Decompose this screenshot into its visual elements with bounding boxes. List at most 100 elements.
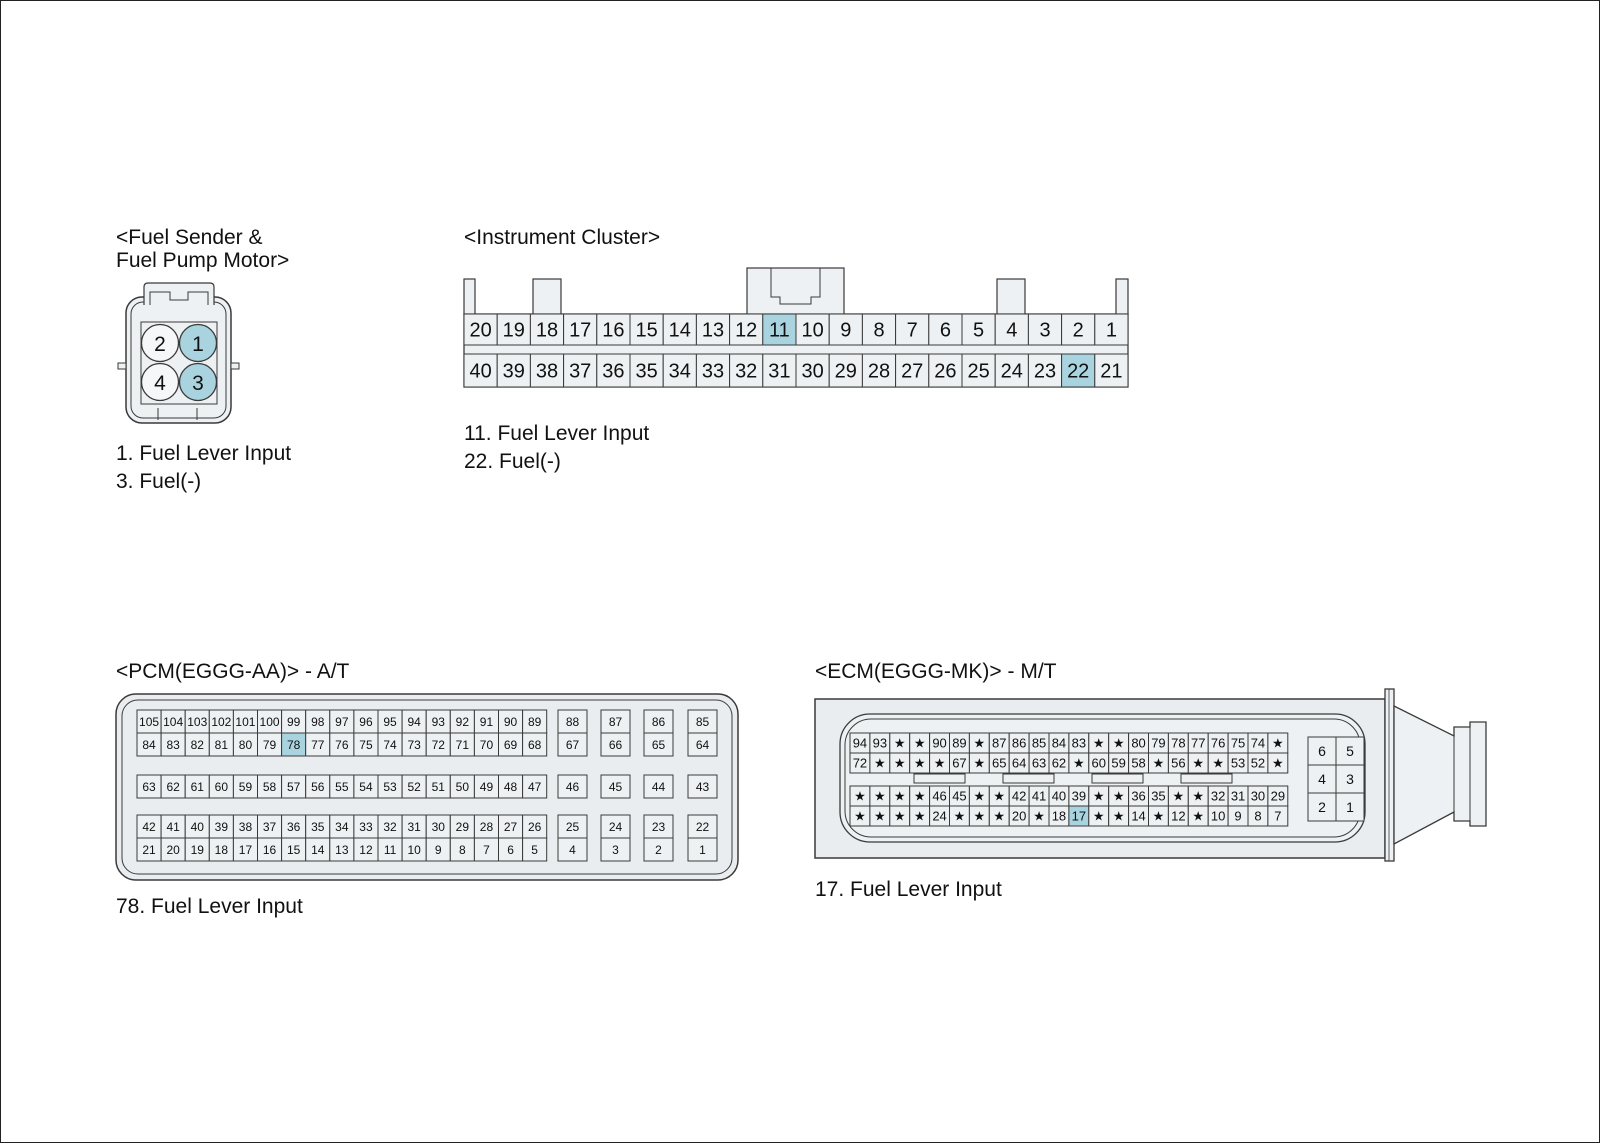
ecm-pin-17: 17 bbox=[1072, 809, 1086, 824]
pcm-pin-21: 21 bbox=[142, 843, 156, 857]
ic-pin-28-cell bbox=[861, 353, 897, 388]
ecm-pin-unused: ★ bbox=[974, 736, 986, 751]
fuel-sender-pin-1 bbox=[178, 323, 218, 363]
fuel-sender-note-2: 3. Fuel(-) bbox=[116, 470, 202, 493]
ecm-pin-4-cell bbox=[1307, 764, 1337, 794]
ic-pin-11-cell bbox=[762, 313, 797, 346]
ecm-pin-unused-cell bbox=[1267, 752, 1289, 774]
pcm-pin-103: 103 bbox=[187, 715, 207, 729]
pcm-pin-34: 34 bbox=[335, 820, 349, 834]
pcm-pin-83: 83 bbox=[166, 738, 180, 752]
ic-pin-19-cell bbox=[496, 313, 531, 346]
ecm-pin-29: 29 bbox=[1271, 789, 1285, 804]
pcm-pin-2: 2 bbox=[655, 843, 662, 857]
fuel-sender-pin-3 bbox=[178, 362, 218, 402]
pcm-pin-63: 63 bbox=[142, 780, 156, 794]
ecm-pin-unused: ★ bbox=[1192, 809, 1204, 824]
ecm-pin-78: 78 bbox=[1171, 736, 1185, 751]
pcm-pin-98: 98 bbox=[311, 715, 325, 729]
ecm-pin-18: 18 bbox=[1052, 809, 1066, 824]
ecm-pin-unused: ★ bbox=[974, 789, 986, 804]
pcm-pin-2-cell bbox=[643, 837, 674, 862]
instrument-cluster-key bbox=[1115, 278, 1129, 315]
ic-pin-12: 12 bbox=[735, 320, 757, 342]
ic-pin-37: 37 bbox=[569, 361, 591, 383]
pcm-pin-40: 40 bbox=[191, 820, 205, 834]
pcm-pin-89: 89 bbox=[528, 715, 542, 729]
ic-pin-14: 14 bbox=[669, 320, 691, 342]
pcm-pin-72: 72 bbox=[432, 738, 446, 752]
pcm-pin-43-cell bbox=[687, 774, 718, 799]
pcm-pin-102: 102 bbox=[211, 715, 231, 729]
pcm-pin-5: 5 bbox=[531, 843, 538, 857]
pcm-pin-92: 92 bbox=[456, 715, 470, 729]
ecm-pin-30: 30 bbox=[1251, 789, 1265, 804]
pcm-pin-32: 32 bbox=[383, 820, 397, 834]
pcm-pin-48: 48 bbox=[504, 780, 518, 794]
ecm-note-1: 17. Fuel Lever Input bbox=[815, 878, 1002, 901]
pcm-pin-43: 43 bbox=[696, 780, 710, 794]
pcm-inner-body bbox=[121, 699, 733, 875]
pcm-pin-30: 30 bbox=[432, 820, 446, 834]
pcm-pin-16: 16 bbox=[263, 843, 277, 857]
pcm-pin-24: 24 bbox=[609, 820, 623, 834]
ecm-flange bbox=[1384, 688, 1395, 862]
pcm-pin-8: 8 bbox=[459, 843, 466, 857]
instrument-cluster-title: <Instrument Cluster> bbox=[464, 226, 661, 249]
ic-pin-18-cell bbox=[529, 313, 565, 346]
pcm-pin-44-cell bbox=[643, 774, 674, 799]
ecm-pin-46: 46 bbox=[932, 789, 946, 804]
instrument-cluster-key bbox=[532, 278, 562, 315]
ecm-pin-1: 1 bbox=[1346, 799, 1354, 815]
ecm-pin-unused: ★ bbox=[1073, 756, 1085, 771]
pcm-pin-86: 86 bbox=[652, 715, 666, 729]
ecm-pin-63: 63 bbox=[1032, 756, 1046, 771]
ecm-pin-52: 52 bbox=[1251, 756, 1265, 771]
pcm-pin-68-cell bbox=[522, 732, 548, 757]
ecm-pin-32: 32 bbox=[1211, 789, 1225, 804]
ic-pin-20-cell bbox=[463, 313, 498, 346]
ecm-pin-80: 80 bbox=[1131, 736, 1145, 751]
pcm-pin-5-cell bbox=[522, 837, 548, 862]
fuel-sender-title-line1: <Fuel Sender & bbox=[116, 226, 263, 249]
pcm-pin-105: 105 bbox=[139, 715, 159, 729]
ic-pin-7: 7 bbox=[907, 320, 918, 342]
ic-pin-2: 2 bbox=[1073, 320, 1084, 342]
ic-pin-39: 39 bbox=[503, 361, 525, 383]
ecm-pin-41: 41 bbox=[1032, 789, 1046, 804]
ic-pin-10: 10 bbox=[801, 320, 823, 342]
pcm-pin-66: 66 bbox=[609, 738, 623, 752]
ecm-pin-72: 72 bbox=[853, 756, 867, 771]
pcm-pin-58: 58 bbox=[263, 780, 277, 794]
ecm-pin-40: 40 bbox=[1052, 789, 1066, 804]
pcm-pin-18: 18 bbox=[215, 843, 229, 857]
ecm-pin-24: 24 bbox=[932, 809, 946, 824]
ic-pin-8: 8 bbox=[873, 320, 884, 342]
ic-pin-40-cell bbox=[463, 353, 498, 388]
ecm-pin-31: 31 bbox=[1231, 789, 1245, 804]
ic-pin-31: 31 bbox=[768, 361, 790, 383]
ecm-pin-59: 59 bbox=[1111, 756, 1125, 771]
ic-pin-26-cell bbox=[928, 353, 963, 388]
pcm-pin-17: 17 bbox=[239, 843, 253, 857]
ecm-pin-8: 8 bbox=[1254, 809, 1261, 824]
ecm-key-slot bbox=[913, 773, 966, 784]
ecm-pin-unused: ★ bbox=[954, 809, 966, 824]
ecm-pin-12: 12 bbox=[1171, 809, 1185, 824]
ecm-pin-2: 2 bbox=[1318, 799, 1326, 815]
pcm-pin-56: 56 bbox=[311, 780, 325, 794]
fuel-sender-pin-label-1: 1 bbox=[192, 333, 204, 356]
ecm-pin-5: 5 bbox=[1346, 743, 1354, 759]
ecm-key-slot bbox=[1180, 773, 1233, 784]
pcm-pin-10: 10 bbox=[407, 843, 421, 857]
ecm-pin-5-cell bbox=[1335, 736, 1365, 766]
ecm-pin-3-cell bbox=[1335, 764, 1365, 794]
ic-pin-7-cell bbox=[895, 313, 930, 346]
ecm-pin-unused: ★ bbox=[1153, 756, 1165, 771]
pcm-pin-82: 82 bbox=[191, 738, 205, 752]
pcm-pin-7: 7 bbox=[483, 843, 490, 857]
pcm-pin-81: 81 bbox=[215, 738, 229, 752]
